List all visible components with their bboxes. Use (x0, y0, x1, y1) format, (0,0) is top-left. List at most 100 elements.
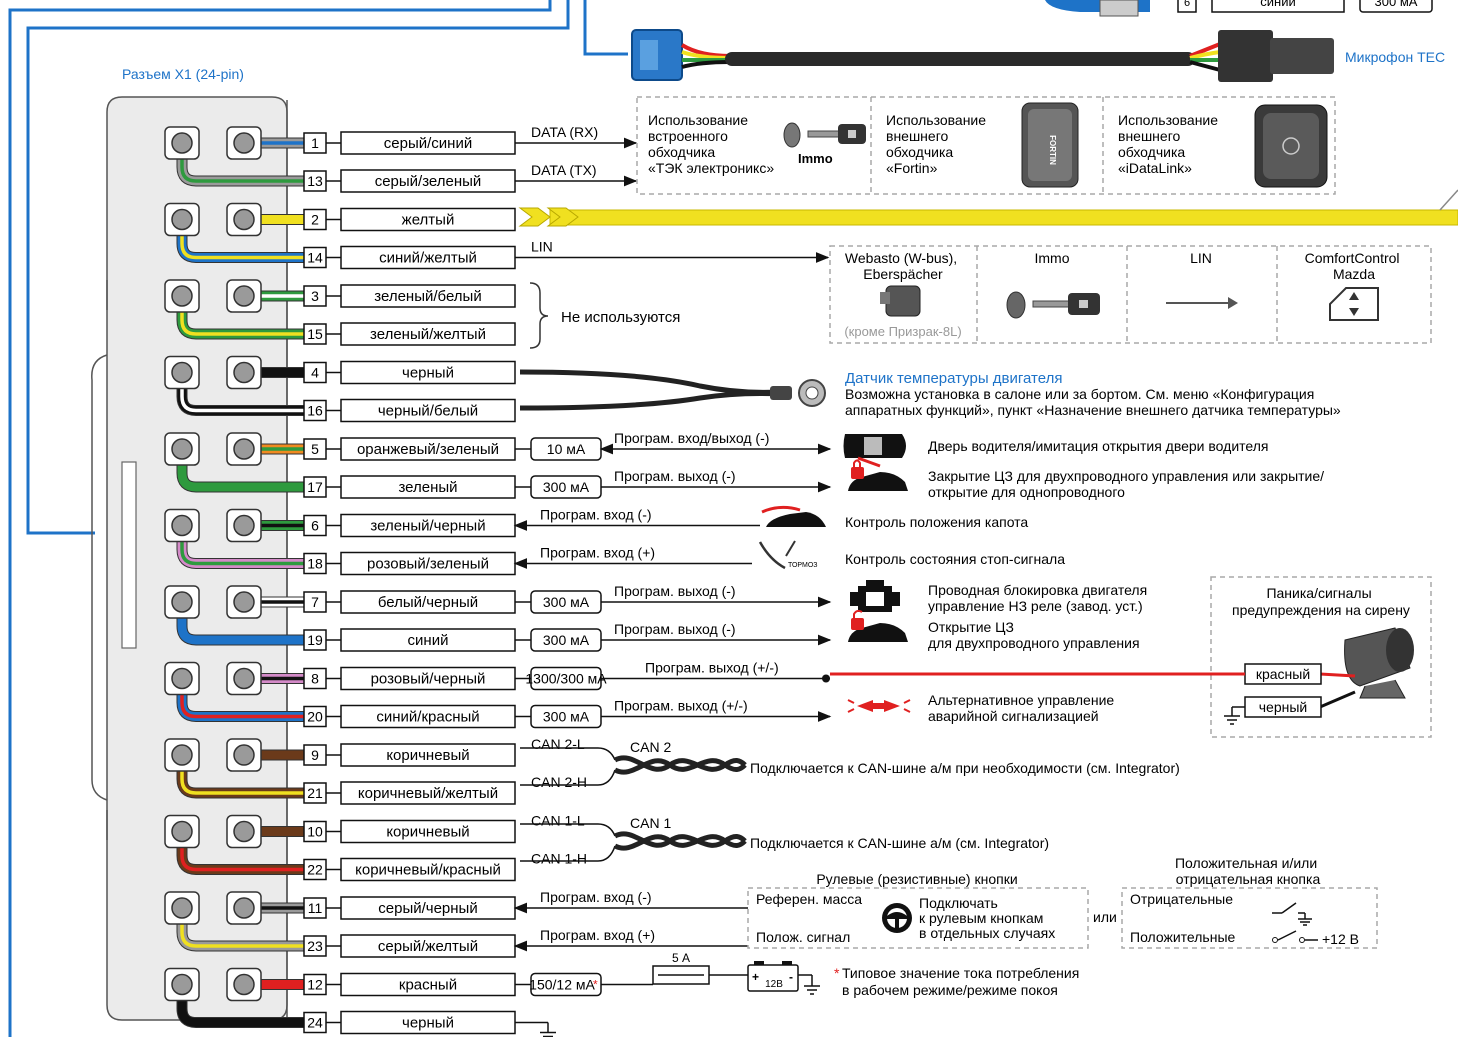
signal-label: Програм. вход/выход (-) (614, 430, 769, 446)
pin-row-2: 2 желтый (226, 202, 516, 237)
pin-color-label: розовый/зеленый (367, 556, 489, 573)
car-lock-icon (848, 459, 908, 491)
immo-key-icon (783, 122, 866, 148)
not-used-label: Не используются (561, 309, 680, 326)
pos-button-switch-icon (1272, 930, 1318, 943)
mic-cable: Микрофон ТЕС (631, 29, 1458, 82)
or-label: или (1093, 909, 1117, 925)
brake-label: ТОРМОЗ (788, 562, 818, 569)
neg-buttons-label: Отрицательные (1130, 891, 1233, 907)
temperature-sensor (519, 369, 826, 411)
connector-label: Разъем X1 (24-pin) (122, 66, 244, 82)
lin-option-webasto-note: (кроме Призрак-8L) (844, 324, 961, 339)
pin-socket-hole (233, 897, 255, 919)
siren-red-label: красный (1256, 666, 1310, 682)
signal-label: Програм. выход (-) (614, 583, 736, 599)
top-pin-current: 300 мА (1375, 0, 1418, 9)
can1-twisted-pair (520, 823, 747, 862)
brake-pedal-icon: ТОРМОЗ (758, 540, 818, 570)
steering-pos: Полож. сигнал (756, 929, 850, 945)
pin-socket-hole (171, 820, 193, 843)
pin-row-4: 4 черный (226, 355, 516, 390)
pin-number: 4 (311, 365, 319, 381)
pin-socket-hole (233, 514, 255, 537)
wire-stripe (180, 372, 305, 413)
pin-color-label: зеленый (398, 479, 457, 496)
footnote-star: * (834, 965, 840, 981)
svg-text:FORTIN: FORTIN (1048, 135, 1057, 165)
signal-label: Програм. выход (+/-) (645, 660, 779, 676)
pin-number: 16 (307, 403, 323, 419)
pin-color-label: серый/синий (384, 135, 472, 152)
mic-label: Микрофон ТЕС (1345, 49, 1445, 65)
pin-color-label: коричневый (386, 747, 469, 764)
top-fragment: 6 синий 300 мА (1045, 0, 1433, 17)
pin-number: 3 (311, 288, 319, 304)
wire-stripe (180, 296, 305, 336)
pin-current-star: * (593, 978, 598, 992)
idatalink-module-icon (1254, 104, 1328, 188)
car-top-door-icon (843, 434, 906, 468)
pin-socket-hole (171, 591, 193, 613)
battery-icon: + - 12В (747, 961, 799, 992)
immo-badge: Immo (798, 151, 833, 166)
temp-sensor-desc: Возможна установка в салоне или за борто… (845, 386, 1341, 418)
frame-line-outer (8, 0, 552, 1037)
signal-label: CAN 1-L (531, 813, 585, 829)
pin-color-label: синий/красный (376, 709, 479, 726)
footnote: Типовое значение тока потребления в рабо… (842, 965, 1083, 998)
yellow-long-wire (518, 189, 1458, 227)
pin-socket-hole (171, 285, 193, 307)
can2-twisted-pair (520, 747, 747, 786)
pin-socket-hole (233, 208, 255, 231)
signal-label: Програм. выход (+/-) (614, 698, 748, 714)
pin-socket-hole (233, 820, 255, 843)
lin-option-comfort: ComfortControl Mazda (1305, 250, 1404, 282)
buttons-box (1121, 887, 1378, 949)
pin-number: 11 (308, 900, 323, 916)
pin-number: 21 (307, 785, 323, 801)
fortin-module-icon: FORTIN (1021, 102, 1079, 188)
steering-title: Рулевые (резистивные) кнопки (816, 871, 1017, 887)
pin-color-label: желтый (402, 212, 455, 229)
pin-number: 2 (311, 212, 319, 228)
pin-color-label: коричневый/желтый (358, 785, 498, 802)
func-hazard: Альтернативное управление аварийной сигн… (928, 692, 1118, 724)
pin-number: 14 (307, 250, 323, 266)
wire-stripe (180, 525, 305, 566)
webasto-module-icon (880, 285, 921, 317)
signal-label: CAN 1-H (531, 851, 587, 867)
steering-note: Подключать к рулевым кнопкам в отдельных… (919, 895, 1055, 941)
pin-current-value: 150/12 мА (529, 977, 595, 993)
pin-color-label: синий/желтый (379, 250, 477, 267)
lin-options-box: Webasto (W-bus), Eberspächer (кроме Приз… (829, 245, 1432, 344)
fuse-icon (652, 965, 710, 985)
func-driver-door: Дверь водителя/имитация открытия двери в… (928, 438, 1268, 454)
can1-text: Подключается к CAN-шине а/м (см. Integra… (750, 835, 1049, 851)
can2-label: CAN 2 (630, 739, 671, 755)
pin-color-label: зеленый/белый (374, 288, 481, 305)
pin-socket-hole (233, 667, 255, 690)
pos-buttons-label: Положительные (1130, 929, 1236, 945)
pin-number: 5 (311, 441, 319, 457)
pin-number: 17 (307, 479, 323, 495)
pin-number: 8 (311, 671, 319, 687)
steering-box (747, 887, 1089, 949)
pin-socket-hole (171, 132, 193, 154)
signal-label: DATA (TX) (531, 162, 597, 178)
pin-current-value: 300 мА (543, 479, 590, 495)
pin-color-label: синий (408, 632, 449, 649)
pin-color-label: черный (402, 365, 454, 382)
signal-label: Програм. вход (+) (540, 927, 655, 943)
